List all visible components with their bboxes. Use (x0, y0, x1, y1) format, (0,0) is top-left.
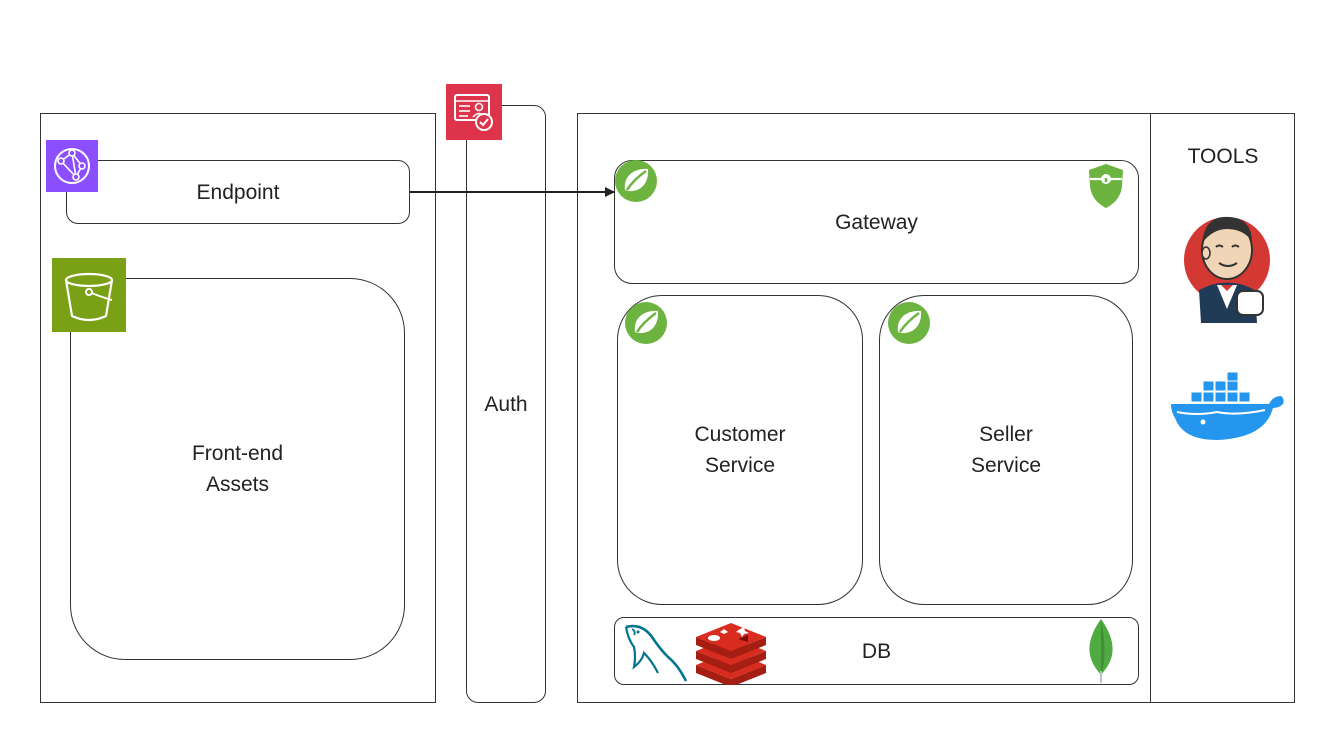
cognito-icon (446, 84, 502, 140)
mongodb-icon (1086, 617, 1116, 683)
redis-icon (694, 621, 768, 685)
jenkins-icon (1183, 205, 1273, 325)
cloudfront-icon (46, 140, 98, 192)
endpoint-label: Endpoint (196, 180, 280, 204)
mysql-icon (622, 621, 690, 685)
tools-label: TOOLS (1187, 144, 1259, 168)
auth-column (466, 105, 546, 703)
seller-service-label: Seller Service (970, 423, 1042, 477)
customer-service-label: Customer Service (694, 423, 786, 477)
gateway-label: Gateway (835, 210, 918, 234)
frontend-assets-label: Front-end Assets (191, 442, 284, 496)
customer-service-box (617, 295, 863, 605)
gateway-box (614, 160, 1139, 284)
seller-service-box (879, 295, 1133, 605)
spring-icon (887, 301, 931, 345)
spring-icon (614, 159, 658, 203)
frontend-assets-box (70, 278, 405, 660)
docker-icon (1167, 372, 1287, 444)
tools-divider (1150, 113, 1151, 703)
security-shield-icon (1086, 162, 1126, 210)
db-label: DB (861, 639, 892, 663)
auth-label: Auth (484, 392, 528, 416)
endpoint-box (66, 160, 410, 224)
s3-bucket-icon (52, 258, 126, 332)
spring-icon (624, 301, 668, 345)
